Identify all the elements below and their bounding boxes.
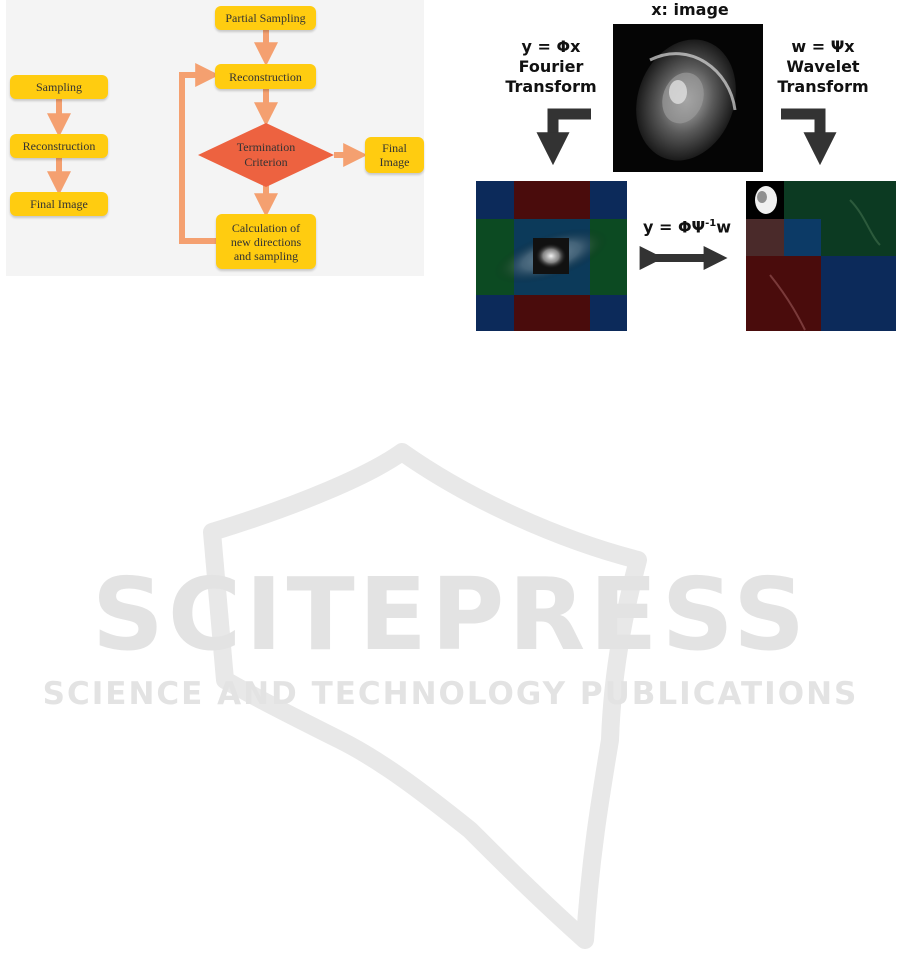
relation-suffix: w xyxy=(716,217,731,236)
wavelet-image xyxy=(746,181,896,331)
fourier-label: y = Φx Fourier Transform xyxy=(486,37,616,97)
arrow-to-wavelet xyxy=(781,114,820,152)
relation-equation: y = ΦΨ-1w xyxy=(632,214,742,237)
kspace-image xyxy=(476,181,627,331)
wavelet-equation: w = Ψx xyxy=(758,37,888,57)
fourier-equation: y = Φx xyxy=(486,37,616,57)
image-x-label: x: image xyxy=(620,0,760,20)
relation-prefix: y = ΦΨ xyxy=(643,217,705,236)
relation-superscript: -1 xyxy=(705,218,716,229)
wavelet-line-2: Transform xyxy=(758,77,888,97)
wavelet-label: w = Ψx Wavelet Transform xyxy=(758,37,888,97)
wavelet-line-1: Wavelet xyxy=(758,57,888,77)
fourier-line-1: Fourier xyxy=(486,57,616,77)
mri-image xyxy=(613,24,763,175)
fourier-line-2: Transform xyxy=(486,77,616,97)
arrow-to-fourier xyxy=(553,114,591,152)
